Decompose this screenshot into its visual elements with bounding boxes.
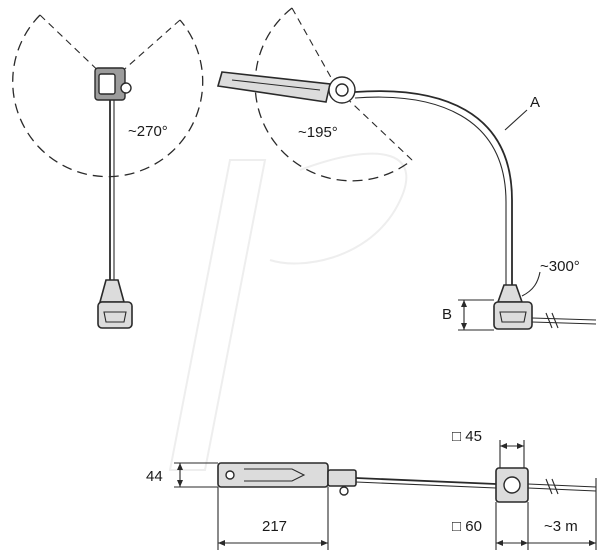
side-cable-break [545, 312, 559, 329]
label-300-leader [521, 271, 541, 297]
dim-45-arrow-left [500, 443, 507, 449]
side-base [493, 301, 533, 330]
label-a-leader [504, 109, 528, 131]
label-dim-60: □ 60 [452, 518, 482, 535]
dim-60-arrow-left [496, 540, 503, 546]
side-lamp-head-detail [231, 79, 321, 91]
top-joint-knob [339, 486, 349, 496]
side-joint-inner [335, 83, 349, 97]
gooseneck-arm-edge [354, 96, 507, 285]
rotation-limit-line-left [39, 14, 111, 83]
top-arm-edge [355, 481, 497, 489]
dim-cable-arrow-right [589, 540, 596, 546]
dim-44-arrow-bottom [177, 480, 183, 487]
top-cable [527, 483, 597, 488]
side-cable-edge [531, 321, 597, 325]
label-base-height-b: B [442, 306, 452, 323]
rotation-arc-270 [12, 14, 204, 178]
top-cable-edge [527, 487, 597, 492]
dim-b-arrow-bottom [461, 323, 467, 330]
dim-b-arrow-top [461, 300, 467, 307]
front-base [97, 301, 133, 329]
front-view: ~270° [12, 14, 204, 329]
front-base-detail [103, 311, 127, 323]
top-base-pivot [503, 476, 521, 494]
label-dim-44: 44 [146, 468, 163, 485]
watermark-logo [168, 152, 408, 471]
top-arm [355, 477, 497, 485]
gooseneck-arm [354, 90, 513, 285]
rotation-arc-195 [254, 7, 413, 182]
dim-45-arrow-right [517, 443, 524, 449]
side-view: A ~300° B ~195° [216, 7, 597, 331]
dim-217-arrow-right [321, 540, 328, 546]
top-lamp-head-switch [225, 470, 235, 480]
label-angle-270: ~270° [128, 123, 168, 140]
dim-60-arrow-right [521, 540, 528, 546]
top-cable-break [545, 478, 559, 495]
top-joint-block [327, 469, 357, 487]
front-joint [120, 82, 132, 94]
front-base-neck [98, 279, 126, 303]
side-cable [531, 317, 597, 321]
dim-44-arrow-top [177, 463, 183, 470]
side-base-detail [499, 311, 527, 323]
front-lamp-head-face [98, 73, 116, 95]
side-base-neck [496, 284, 524, 303]
label-dim-217: 217 [262, 518, 287, 535]
rotation-limit-line-bottom [337, 89, 413, 161]
label-angle-300: ~300° [540, 258, 580, 275]
label-arm-a: A [530, 94, 540, 111]
label-dim-cable: ~3 m [544, 518, 578, 535]
label-angle-195: ~195° [298, 124, 338, 141]
top-view: 44 217 □ 45 □ 60 ~3 m [146, 428, 597, 550]
side-lamp-head [216, 71, 331, 103]
top-lamp-head-detail [244, 468, 306, 482]
label-dim-45: □ 45 [452, 428, 482, 445]
dim-217-arrow-left [218, 540, 225, 546]
rotation-limit-line-top [291, 7, 339, 91]
